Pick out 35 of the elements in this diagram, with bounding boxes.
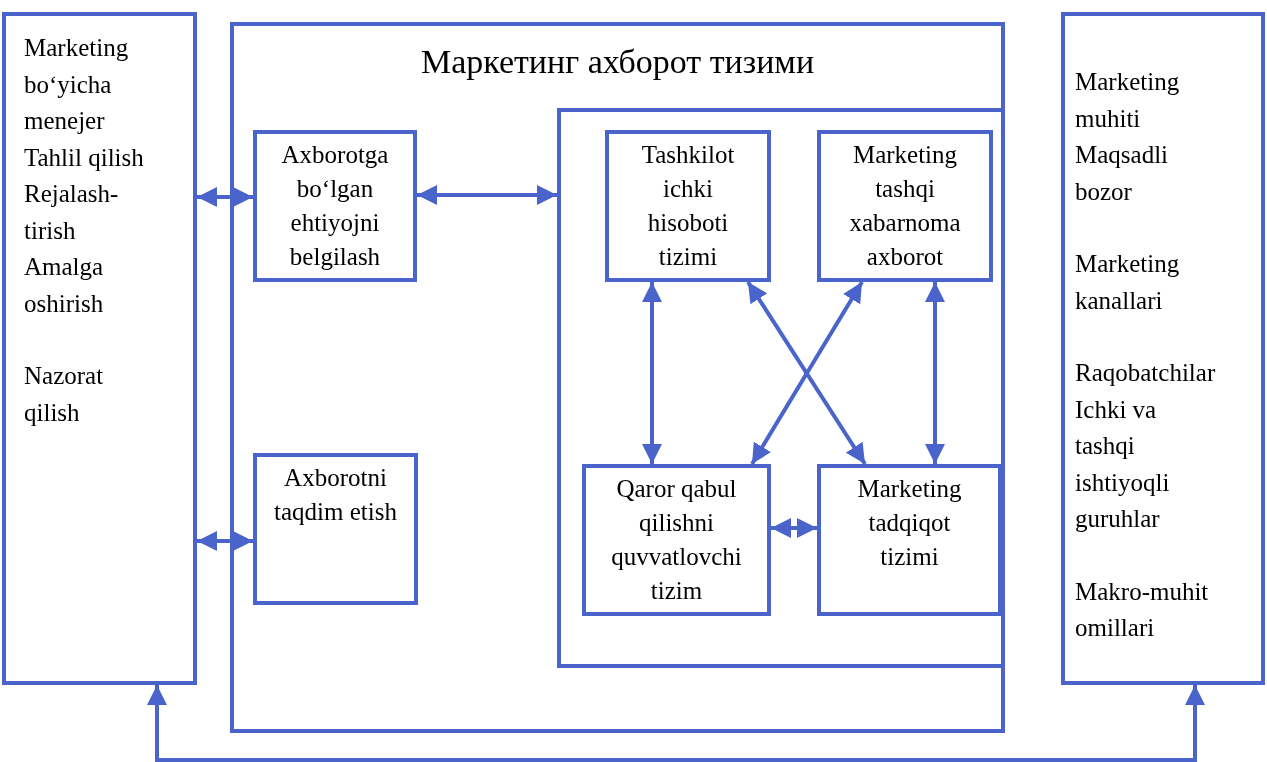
title-label: Маркетинг ахборот тизими bbox=[420, 42, 815, 82]
box-label: Marketing tadqiqot tizimi bbox=[856, 474, 963, 572]
list-item: Rejalash- tirish bbox=[24, 179, 120, 246]
box-label: Marketing tashqi xabarnoma axborot bbox=[848, 140, 962, 272]
arrow bbox=[417, 185, 557, 205]
list-item: Makro-muhit omillari bbox=[1075, 576, 1210, 643]
process-box bbox=[2, 12, 197, 685]
arrow bbox=[925, 282, 945, 464]
list-item: Marketing bo‘yicha menejer bbox=[24, 33, 130, 136]
list-item: Ichki va tashqi ishtiyoqli guruhlar bbox=[1075, 394, 1171, 534]
box-label: Axborotni taqdim etish bbox=[273, 463, 398, 527]
process-box bbox=[605, 130, 771, 282]
process-box bbox=[253, 453, 418, 605]
list-item: Maqsadli bozor bbox=[1075, 140, 1170, 207]
process-box bbox=[1061, 12, 1265, 685]
list-item: Amalga oshirish bbox=[24, 252, 105, 319]
list-item: Raqobatchilar bbox=[1075, 358, 1216, 388]
process-box bbox=[230, 22, 1005, 733]
arrow bbox=[642, 282, 662, 464]
list-item: Tahlil qilish bbox=[24, 142, 144, 173]
box-label: Axborotga bo‘lgan ehtiyojni belgilash bbox=[280, 140, 390, 272]
list-item: Marketing kanallari bbox=[1075, 249, 1181, 316]
process-box bbox=[817, 464, 1001, 616]
process-box bbox=[253, 130, 417, 282]
process-box bbox=[817, 130, 993, 282]
arrow bbox=[771, 518, 817, 538]
arrow bbox=[147, 685, 1205, 762]
box-label: Tashkilot ichki hisoboti tizimi bbox=[640, 140, 736, 272]
arrow bbox=[197, 187, 253, 207]
arrow bbox=[197, 531, 253, 551]
box-label: Qaror qabul qilishni quvvatlovchi tizim bbox=[610, 474, 743, 606]
process-box bbox=[582, 464, 771, 616]
group-box bbox=[557, 108, 1001, 668]
list-item: Marketing muhiti bbox=[1075, 67, 1181, 134]
list-item: Nazorat qilish bbox=[24, 361, 105, 428]
